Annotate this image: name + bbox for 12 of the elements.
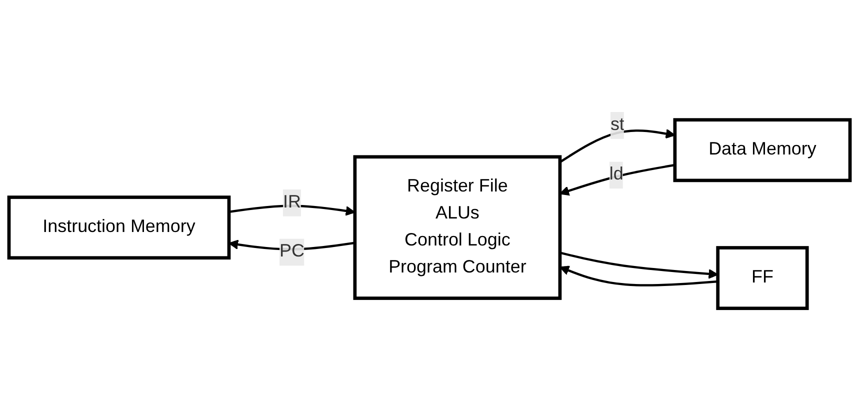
edge-label: IR bbox=[282, 192, 301, 212]
node-box: Instruction Memory bbox=[7, 195, 231, 260]
arrow bbox=[559, 128, 676, 163]
arrow bbox=[560, 164, 676, 196]
arrow bbox=[560, 266, 718, 286]
arrow bbox=[560, 251, 718, 279]
node-box: FF bbox=[716, 246, 809, 310]
edge-label: st bbox=[610, 115, 624, 134]
node-box: Register File ALUs Control Logic Program Counter bbox=[353, 155, 562, 300]
edge-label: PC bbox=[280, 242, 304, 262]
node-box: Data Memory bbox=[673, 118, 852, 182]
edge-label: ld bbox=[609, 164, 624, 184]
